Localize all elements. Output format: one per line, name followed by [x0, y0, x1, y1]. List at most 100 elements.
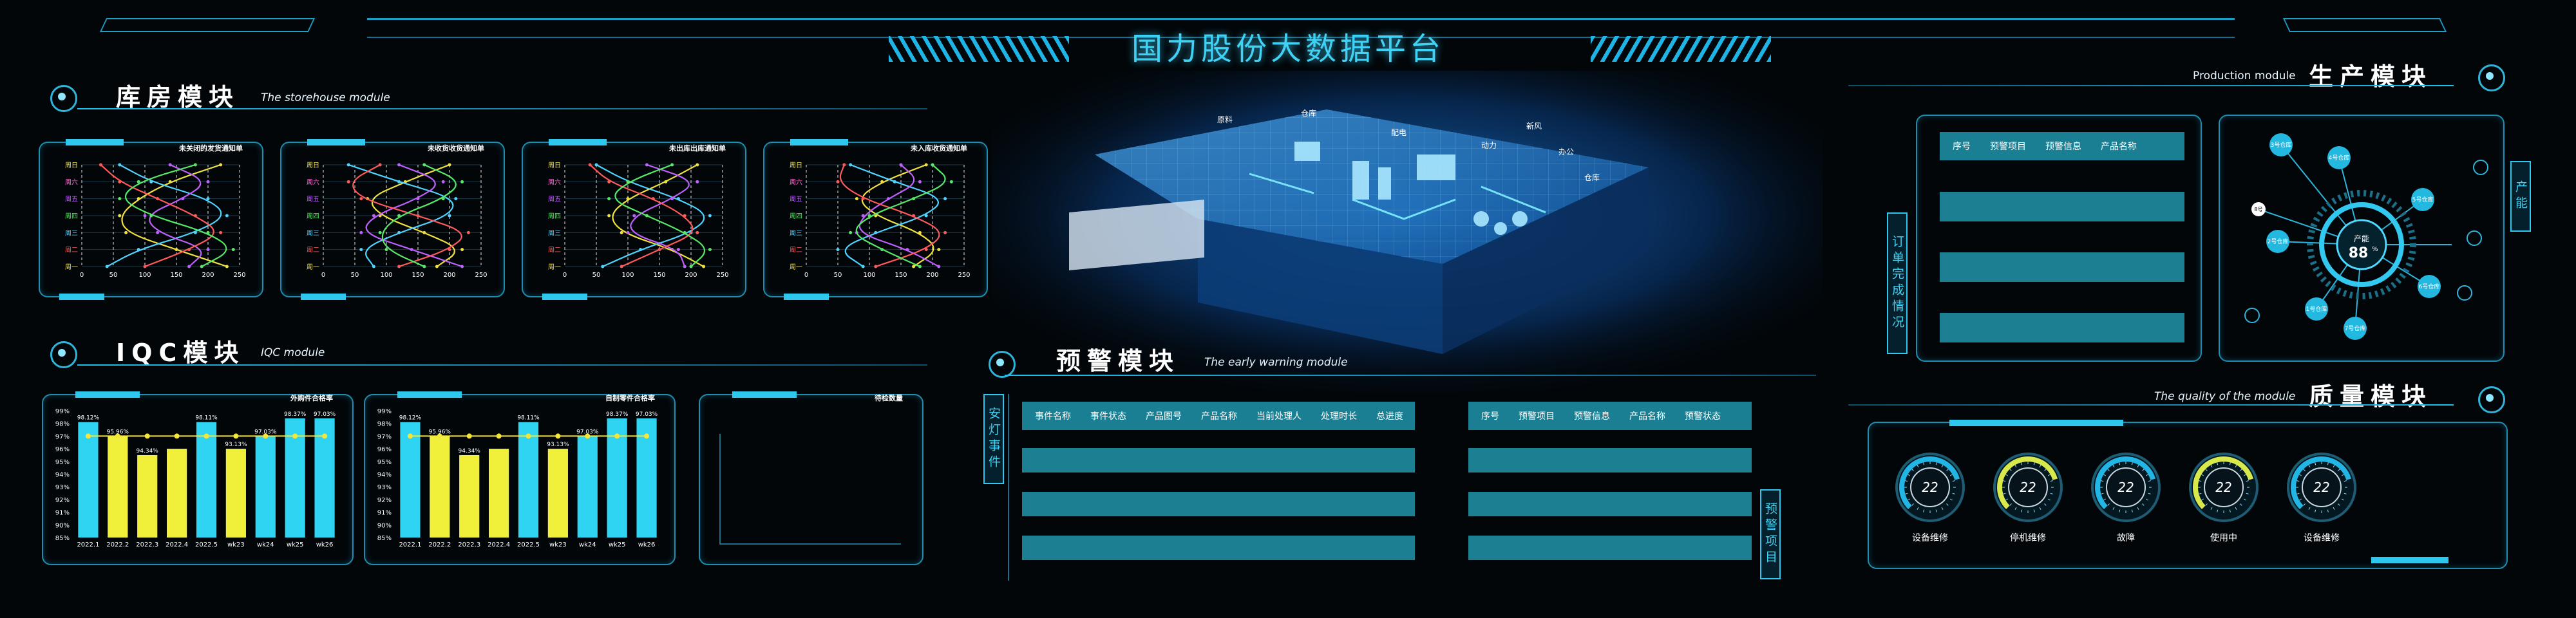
table-row[interactable]: [1468, 536, 1752, 560]
bar[interactable]: [430, 436, 450, 538]
warehouse-node[interactable]: 3号仓库: [2269, 133, 2293, 156]
bar[interactable]: [577, 436, 598, 538]
order-completion-tab[interactable]: 订单完成情况: [1887, 212, 1908, 354]
bar[interactable]: [255, 436, 276, 538]
x-tick-label: 2022.3: [136, 541, 158, 548]
gauge-dial: 22: [1895, 453, 1965, 522]
column-header: 产品名称: [1629, 411, 1665, 422]
data-point: [683, 230, 687, 234]
x-tick-label: wk26: [316, 541, 334, 548]
data-label: 98.37%: [284, 411, 307, 418]
warning-items-tab[interactable]: 预警项目: [1760, 489, 1781, 579]
y-tick-label: 95%: [377, 459, 392, 466]
capacity-tab[interactable]: 产能: [2510, 161, 2531, 232]
table-row[interactable]: [1940, 252, 2184, 282]
series-line: [106, 164, 222, 267]
warehouse-node[interactable]: 7号仓库: [2344, 317, 2367, 340]
series-line: [371, 164, 455, 267]
target-point: [115, 433, 120, 439]
bar[interactable]: [167, 449, 187, 538]
table-row[interactable]: [1022, 536, 1415, 560]
bar[interactable]: [547, 449, 568, 538]
data-point: [912, 265, 916, 268]
bar[interactable]: [137, 454, 158, 538]
scene-label: 动力: [1481, 141, 1497, 150]
table-row[interactable]: [1940, 192, 2184, 221]
data-point: [416, 214, 420, 218]
warehouse-node[interactable]: 8号: [2251, 202, 2266, 216]
warehouse-node[interactable]: 5号仓库: [2411, 188, 2434, 211]
column-header: 产品图号: [1146, 411, 1182, 422]
data-point: [670, 197, 674, 201]
target-point: [644, 433, 650, 439]
bar[interactable]: [489, 449, 509, 538]
factory-3d-scene[interactable]: 原料 仓库 配电 动力 新风 办公 仓库: [992, 71, 1823, 393]
panel-tab: [397, 391, 462, 398]
data-point: [607, 214, 611, 218]
data-point: [460, 265, 464, 268]
gauge[interactable]: 22 设备维修: [1891, 449, 1969, 552]
y-tick-label: 周一: [307, 263, 319, 271]
andon-events-tab[interactable]: 安灯事件: [983, 394, 1004, 484]
data-point: [924, 163, 928, 167]
bar[interactable]: [108, 436, 128, 538]
y-tick-label: 周五: [548, 196, 561, 203]
x-tick-label: 200: [443, 272, 455, 279]
y-tick-label: 90%: [55, 522, 70, 529]
series-line: [124, 164, 227, 267]
warehouse-node[interactable]: 6号仓库: [2418, 275, 2441, 298]
data-point: [187, 248, 191, 252]
y-tick-label: 周日: [548, 162, 561, 169]
data-point: [448, 214, 451, 218]
data-point: [397, 180, 401, 183]
gauge-label: 使用中: [2210, 533, 2237, 543]
bar[interactable]: [518, 422, 539, 538]
iqc-panel-3: 待检数量: [699, 391, 923, 565]
data-label: 98.11%: [195, 415, 218, 422]
y-tick-label: 周六: [307, 178, 319, 186]
column-header: 总进度: [1376, 411, 1403, 422]
y-tick-label: 周二: [65, 247, 78, 254]
data-point: [943, 230, 947, 234]
warehouse-node[interactable]: 1号仓库: [2305, 297, 2328, 321]
production-title: 生产模块: [2309, 62, 2433, 91]
table-row[interactable]: [1940, 313, 2184, 342]
data-point: [931, 163, 934, 167]
data-point: [378, 163, 382, 167]
capacity-unit: %: [2372, 246, 2378, 253]
y-tick-label: 99%: [377, 408, 392, 415]
warehouse-node[interactable]: 2号仓库: [2266, 230, 2289, 253]
series-line: [855, 164, 946, 268]
data-label: 97.03%: [576, 429, 599, 435]
table-row[interactable]: [1022, 492, 1415, 516]
node-label: 8号: [2254, 207, 2262, 212]
bar[interactable]: [196, 422, 217, 538]
column-header: 序号: [1953, 142, 1971, 152]
bar[interactable]: [400, 422, 421, 538]
table-row[interactable]: [1022, 448, 1415, 473]
x-tick-label: wk24: [579, 541, 596, 548]
table-row[interactable]: [1468, 448, 1752, 473]
x-tick-label: wk23: [227, 541, 245, 548]
data-point: [149, 180, 153, 183]
table-row[interactable]: [1468, 492, 1752, 516]
data-point: [626, 230, 630, 234]
bar[interactable]: [78, 422, 99, 538]
data-point: [861, 197, 865, 201]
y-tick-label: 96%: [55, 446, 70, 453]
production-divider: [1848, 85, 2454, 86]
data-point: [676, 197, 680, 201]
warehouse-node[interactable]: 4号仓库: [2327, 146, 2351, 169]
bar[interactable]: [225, 449, 246, 538]
y-tick-label: 周六: [790, 178, 802, 186]
y-tick-label: 周日: [307, 162, 319, 169]
bar[interactable]: [459, 454, 480, 538]
data-label: 98.37%: [606, 411, 629, 418]
gauge-label: 设备维修: [1912, 533, 1948, 543]
data-point: [372, 265, 375, 268]
